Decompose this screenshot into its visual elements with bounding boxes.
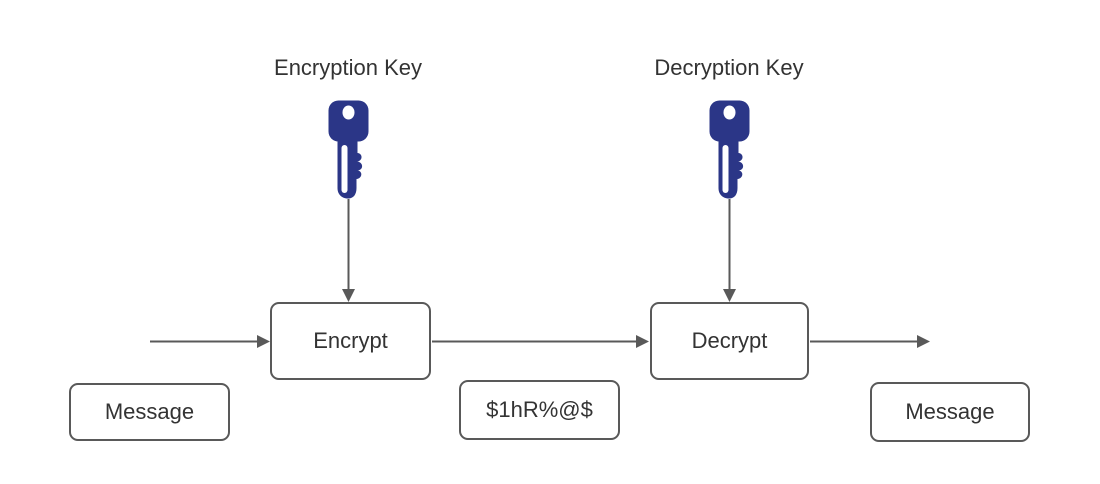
key-icon	[328, 100, 369, 199]
arrow-decrypt-to-message	[810, 335, 930, 348]
encryption-key-label: Encryption Key	[274, 55, 422, 80]
message-output-node: Message	[870, 382, 1030, 442]
ciphertext-node: $1hR%@$	[459, 380, 620, 440]
arrow-message-to-encrypt	[150, 335, 270, 348]
encrypt-node: Encrypt	[270, 302, 431, 380]
message-input-node: Message	[69, 383, 230, 441]
key-icon	[709, 100, 750, 199]
arrow-encryption-key-to-encrypt	[342, 199, 355, 302]
arrow-encrypt-to-decrypt	[432, 335, 649, 348]
decryption-key-label: Decryption Key	[654, 55, 804, 80]
decrypt-node: Decrypt	[650, 302, 809, 380]
arrow-decryption-key-to-decrypt	[723, 199, 736, 302]
